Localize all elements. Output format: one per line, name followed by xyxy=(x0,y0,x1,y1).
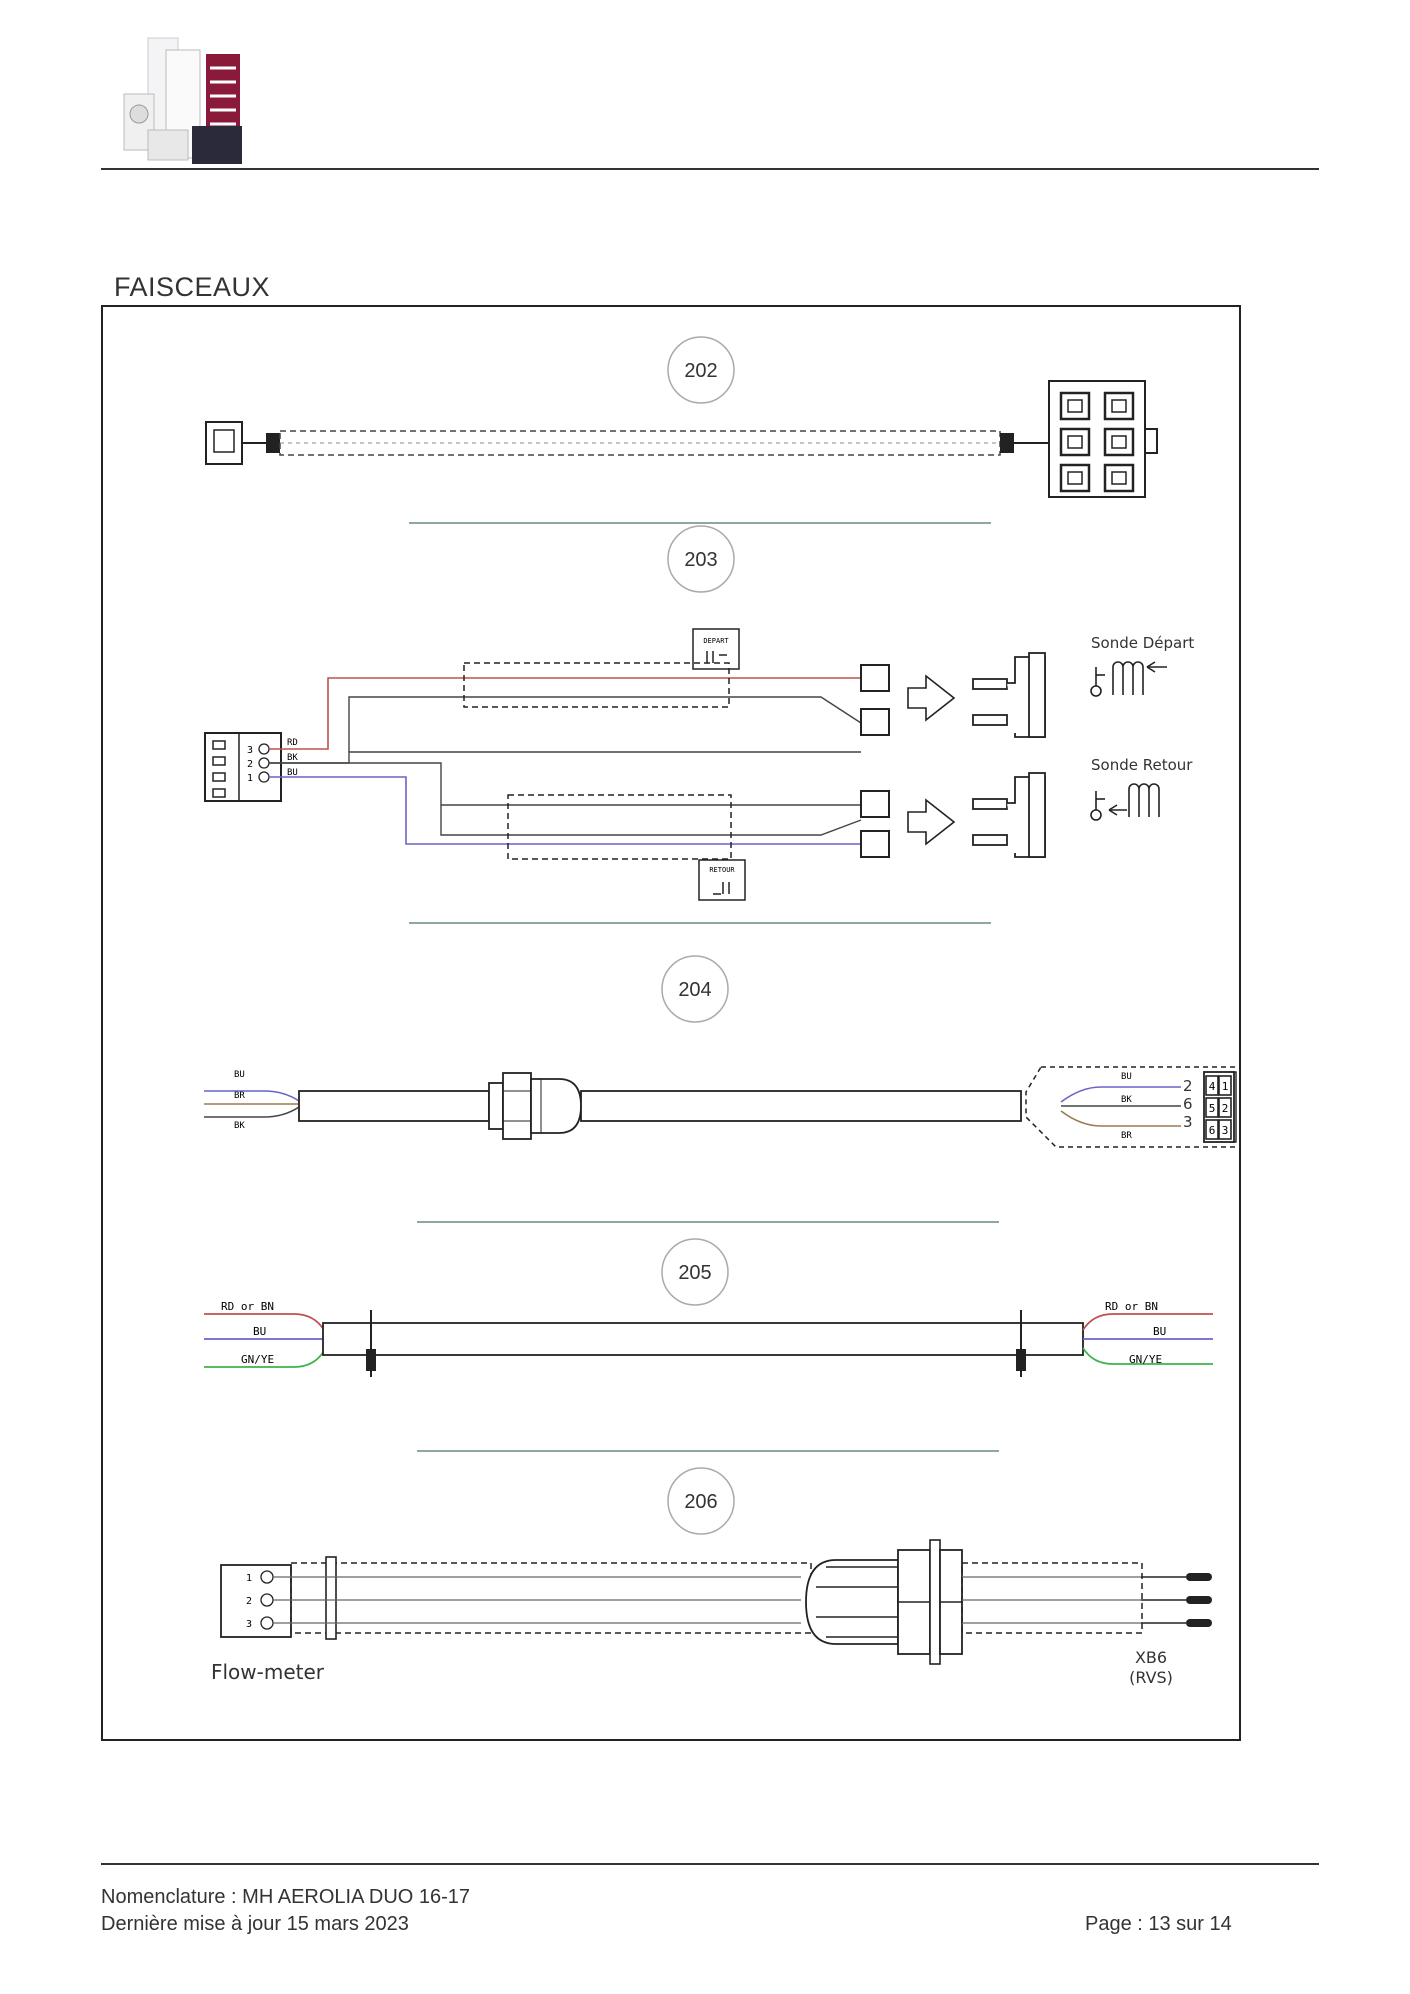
pin-3: 3 xyxy=(247,745,253,756)
w205-left-gn: GN/YE xyxy=(241,1353,274,1366)
pin-2: 2 xyxy=(247,759,253,770)
xb6-caption: XB6 xyxy=(1135,1648,1167,1667)
harness-diagram: 202 203 DEPART RE xyxy=(204,336,1241,1687)
harness-205: 205 RD or BN BU GN/YE RD or BN BU GN/YE xyxy=(204,1238,1213,1377)
badge-202 xyxy=(667,336,735,404)
w205-left-bu: BU xyxy=(253,1325,266,1338)
badge-205 xyxy=(661,1238,729,1306)
section-title: FAISCEAUX xyxy=(114,272,271,302)
harness-206: 206 1 2 3 xyxy=(211,1467,1212,1687)
depart-tag: DEPART xyxy=(703,637,729,645)
harness-204: 204 BU BR BK BU BK BR 2 6 3 4 xyxy=(204,955,1241,1148)
footer-nomenclature: Nomenclature : MH AEROLIA DUO 16-17 xyxy=(101,1886,471,1908)
w204-pin-b: 6 xyxy=(1183,1095,1193,1113)
footer-page: Page : 13 sur 14 xyxy=(1085,1913,1232,1935)
w204-pin-a: 2 xyxy=(1183,1077,1193,1095)
wire-bk-label: BK xyxy=(287,753,298,763)
cell-5: 5 xyxy=(1209,1102,1216,1115)
w205-right-bu: BU xyxy=(1153,1325,1166,1338)
w204-left-br: BR xyxy=(234,1091,245,1101)
sonde-depart-label: Sonde Départ xyxy=(1091,634,1194,652)
w205-left-rd: RD or BN xyxy=(221,1300,274,1313)
footer-rule xyxy=(101,1863,1319,1865)
badge-204 xyxy=(661,955,729,1023)
badge-206-label: 206 xyxy=(684,1491,717,1513)
w204-right-bu: BU xyxy=(1121,1072,1132,1082)
footer-updated: Dernière mise à jour 15 mars 2023 xyxy=(101,1913,409,1935)
brand-logo xyxy=(123,37,242,164)
cell-2: 2 xyxy=(1222,1102,1229,1115)
diagram-frame xyxy=(101,305,1241,1741)
w206-pin-2: 2 xyxy=(246,1596,252,1607)
header-rule xyxy=(101,168,1319,170)
wire-rd-label: RD xyxy=(287,738,298,748)
badge-203-label: 203 xyxy=(684,549,717,571)
cell-3: 3 xyxy=(1222,1124,1229,1137)
harness-203: 203 DEPART RETOUR 3 2 1 RD BK BU xyxy=(204,525,1194,901)
cell-4: 4 xyxy=(1209,1080,1216,1093)
w204-right-bk: BK xyxy=(1121,1095,1132,1105)
w204-left-bu: BU xyxy=(234,1070,245,1080)
harness-202: 202 xyxy=(205,336,1158,498)
badge-205-label: 205 xyxy=(678,1262,711,1284)
sonde-retour-label: Sonde Retour xyxy=(1091,756,1193,774)
w205-right-rd: RD or BN xyxy=(1105,1300,1158,1313)
badge-204-label: 204 xyxy=(678,979,711,1001)
pin-1: 1 xyxy=(247,773,253,784)
w204-right-br: BR xyxy=(1121,1131,1132,1141)
badge-206 xyxy=(667,1467,735,1535)
cell-1: 1 xyxy=(1222,1080,1229,1093)
cell-6: 6 xyxy=(1209,1124,1216,1137)
w204-pin-c: 3 xyxy=(1183,1113,1193,1131)
w206-pin-1: 1 xyxy=(246,1573,252,1584)
flow-meter-caption: Flow-meter xyxy=(211,1660,325,1684)
badge-202-label: 202 xyxy=(684,360,717,382)
badge-203 xyxy=(667,525,735,593)
w204-left-bk: BK xyxy=(234,1121,245,1131)
w205-right-gn: GN/YE xyxy=(1129,1353,1162,1366)
w206-pin-3: 3 xyxy=(246,1619,252,1630)
wire-bu-label: BU xyxy=(287,768,298,778)
retour-tag: RETOUR xyxy=(709,866,735,874)
rvs-caption: (RVS) xyxy=(1129,1668,1173,1687)
